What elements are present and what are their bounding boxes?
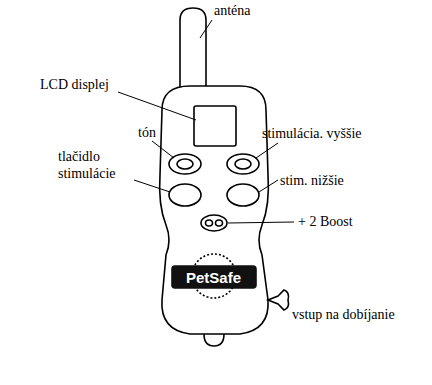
- brand-logo: PetSafe: [186, 269, 241, 286]
- logo-banner: [172, 266, 256, 288]
- tone-button-inner: [177, 159, 193, 169]
- tone-label: tón: [138, 124, 156, 141]
- boost-button: [201, 215, 227, 231]
- antenna-label: anténa: [214, 2, 251, 19]
- lcd-screen: [194, 106, 236, 146]
- charge-port: [268, 290, 289, 310]
- charge-port-label: vstup na dobíjanie: [292, 306, 395, 323]
- stim-down-button: [227, 184, 259, 206]
- stim-down-label: stim. nižšie: [280, 172, 344, 189]
- stim-button: [169, 184, 201, 206]
- remote-body: [160, 86, 269, 334]
- leader-lines: [118, 20, 294, 223]
- lcd-label: LCD displej: [40, 76, 109, 93]
- stim-up-button-inner: [235, 159, 251, 169]
- lanyard-loop: [204, 334, 224, 346]
- tone-button: [169, 154, 201, 174]
- stim-up-button: [227, 154, 259, 174]
- boost-dot: [216, 220, 223, 226]
- stim-up-label: stimulácia. vyššie: [262, 125, 362, 142]
- boost-dot: [206, 220, 213, 226]
- stim-button-label: tlačidlo stimulácie: [58, 148, 138, 182]
- boost-label: + 2 Boost: [298, 213, 353, 230]
